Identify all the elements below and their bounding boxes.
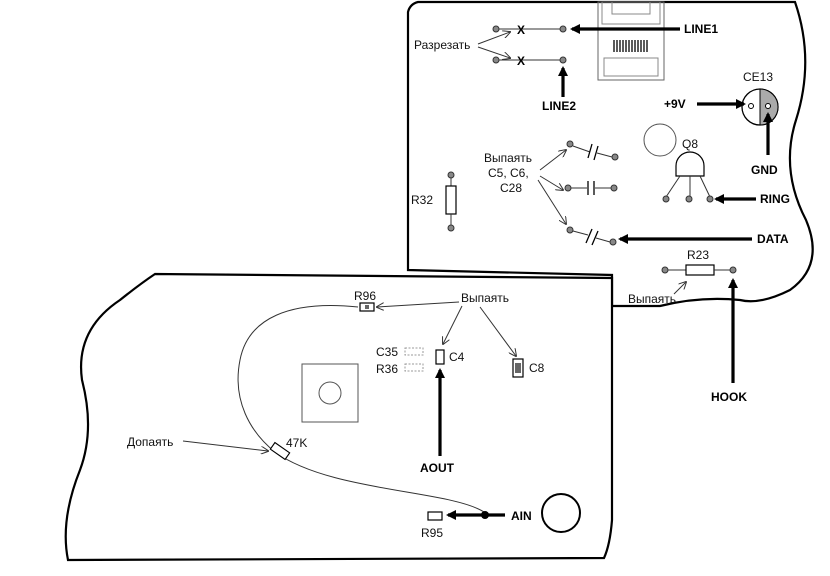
r23-label: R23 xyxy=(687,248,709,262)
capacitor-c28 xyxy=(566,226,617,246)
square-component xyxy=(301,363,359,423)
ring-label: RING xyxy=(760,192,790,206)
resistor-47k xyxy=(269,441,291,461)
data-label: DATA xyxy=(757,232,789,246)
aout-label: AOUT xyxy=(420,461,455,475)
ce13-label: CE13 xyxy=(743,70,773,84)
desolder-r23-label: Выпаять xyxy=(628,292,676,306)
c35-r36-pads xyxy=(404,347,424,372)
r96-label: R96 xyxy=(354,289,376,303)
line2-label: LINE2 xyxy=(542,99,576,113)
resistor-r96 xyxy=(359,302,375,312)
capacitor-c6 xyxy=(564,181,618,195)
svg-text:X: X xyxy=(517,23,525,37)
desolder-caps-label-line3: C28 xyxy=(500,181,522,195)
capacitor-c5 xyxy=(566,140,619,161)
r32-label: R32 xyxy=(411,193,433,207)
transistor-q8 xyxy=(662,151,714,203)
desolder-caps-label-line1: Выпаять xyxy=(484,151,532,165)
c4-label: C4 xyxy=(449,350,465,364)
capacitor-c4 xyxy=(435,349,445,365)
ain-mount-hole xyxy=(541,493,581,533)
c35-label: C35 xyxy=(376,345,398,359)
round-pad xyxy=(643,123,677,157)
cut-trace-top: X xyxy=(492,23,567,37)
solder-add-label: Допаять xyxy=(127,435,173,449)
q8-label: Q8 xyxy=(682,137,698,151)
jumper-wire xyxy=(237,305,485,513)
desolder-caps-label-line2: C5, C6, xyxy=(488,166,529,180)
resistor-r32 xyxy=(445,171,457,232)
resistor-r95 xyxy=(427,511,443,521)
r47k-label: 47K xyxy=(286,436,307,450)
line-connector xyxy=(597,1,665,81)
ain-label: AIN xyxy=(511,509,532,523)
r36-label: R36 xyxy=(376,362,398,376)
plus9v-label: +9V xyxy=(664,97,686,111)
c8-label: C8 xyxy=(529,361,545,375)
desolder-top-label: Выпаять xyxy=(461,291,509,305)
gnd-label: GND xyxy=(751,163,778,177)
line1-label: LINE1 xyxy=(684,22,718,36)
capacitor-c8 xyxy=(512,358,524,378)
capacitor-ce13 xyxy=(741,88,779,126)
hook-label: HOOK xyxy=(711,390,747,404)
resistor-r23 xyxy=(661,264,737,276)
svg-text:X: X xyxy=(517,54,525,68)
r95-label: R95 xyxy=(421,526,443,540)
cut-label: Разрезать xyxy=(414,38,470,52)
